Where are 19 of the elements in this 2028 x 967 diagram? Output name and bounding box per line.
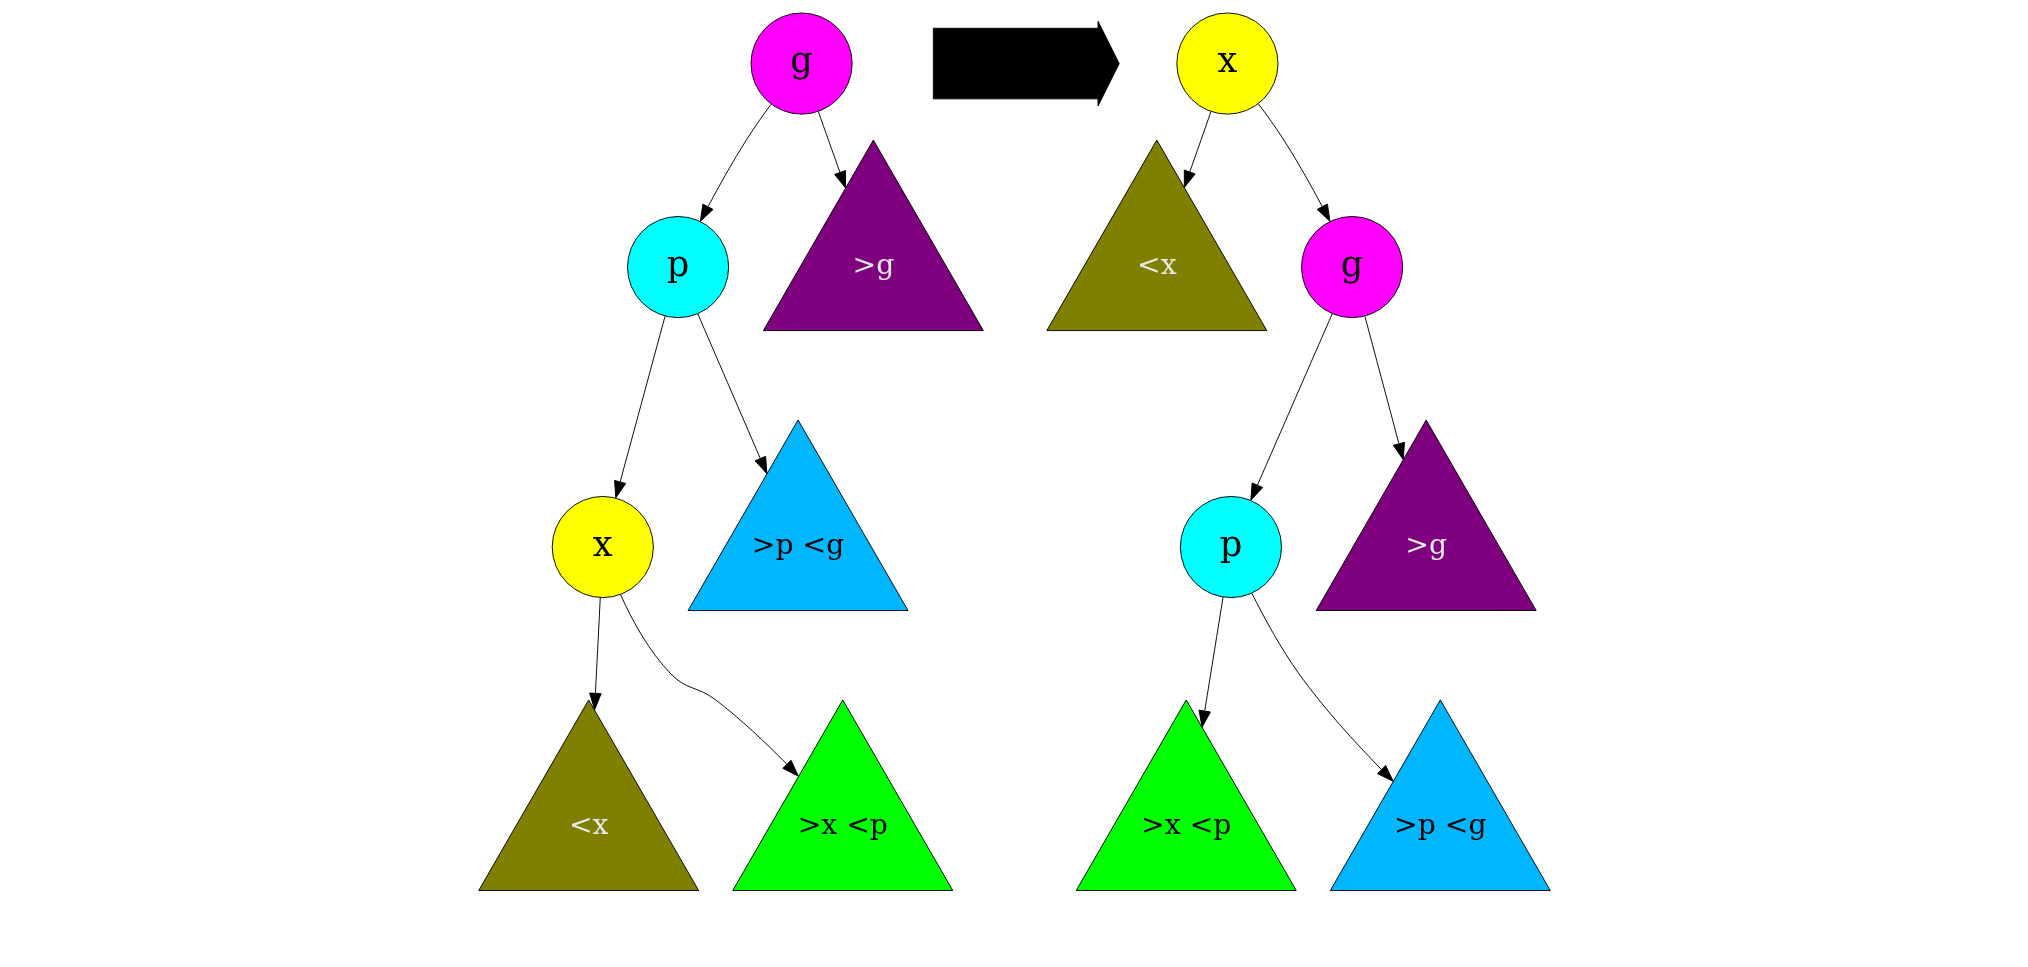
arrow — [619, 594, 799, 777]
node-circle: x — [551, 495, 654, 599]
arrow — [1198, 596, 1223, 728]
arrow — [1183, 111, 1211, 188]
arrow — [817, 110, 846, 189]
arrow — [1363, 315, 1405, 461]
node-circle: p — [1179, 495, 1282, 599]
node-circle: p — [626, 216, 729, 319]
node-circle: g — [1300, 216, 1403, 319]
arrow — [696, 313, 767, 475]
arrow — [1249, 313, 1333, 501]
arrow — [1250, 592, 1394, 782]
arrow — [699, 103, 771, 222]
arrow — [613, 315, 666, 499]
arrow — [588, 597, 602, 711]
node-circle: x — [1175, 12, 1278, 115]
node-circle: g — [750, 12, 853, 115]
arrow — [1257, 103, 1330, 222]
node-arrow — [932, 20, 1120, 107]
